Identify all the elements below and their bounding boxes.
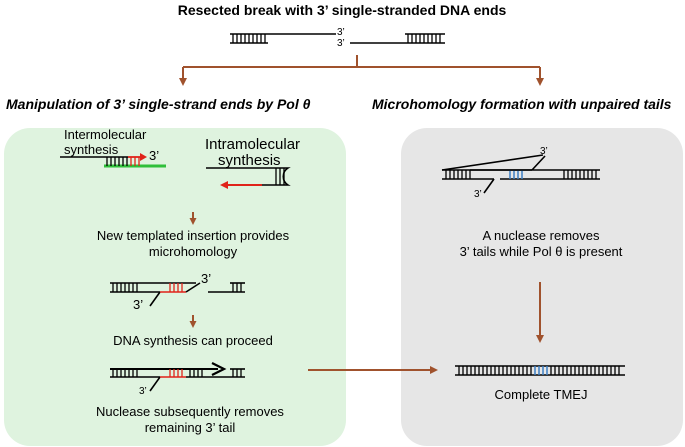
unpaired-tails-diagram xyxy=(441,154,600,194)
top-3prime-label-lower: 3’ xyxy=(337,38,345,49)
intramolecular-label-line1: Intramolecular xyxy=(205,136,301,153)
branch-arrows xyxy=(179,55,544,86)
left-heading: Manipulation of 3’ single-strand ends by… xyxy=(6,96,311,112)
intramolecular-label-line2: synthesis xyxy=(218,152,281,169)
templated-insertion-diagram xyxy=(110,282,245,307)
intermolecular-label-line1: Intermolecular xyxy=(64,127,147,142)
templated-insertion-line2: microhomology xyxy=(148,244,238,259)
intermolecular-diagram xyxy=(60,153,166,168)
right-heading: Microhomology formation with unpaired ta… xyxy=(372,96,672,112)
intermolecular-label-line2: synthesis xyxy=(64,142,119,157)
page-title: Resected break with 3’ single-stranded D… xyxy=(177,2,507,18)
complete-tmej-diagram xyxy=(455,365,625,376)
synthesis-proceed-diagram xyxy=(110,362,245,392)
insertion-3prime-upper: 3’ xyxy=(201,271,212,286)
right-3prime-upper: 3’ xyxy=(540,146,548,157)
right-panel xyxy=(401,128,683,446)
nuclease-removes-line2: remaining 3’ tail xyxy=(144,420,236,435)
templated-insertion-line1: New templated insertion provides xyxy=(96,228,290,243)
proceed-label: DNA synthesis can proceed xyxy=(113,333,273,348)
right-nuclease-line1: A nuclease removes xyxy=(482,228,600,243)
proceed-3prime: 3’ xyxy=(139,386,147,397)
left-panel xyxy=(4,128,346,446)
nuclease-removes-line1: Nuclease subsequently removes xyxy=(96,404,284,419)
top-3prime-label-upper: 3’ xyxy=(337,27,345,38)
complete-tmej-label: Complete TMEJ xyxy=(494,387,588,402)
intermolecular-3prime: 3’ xyxy=(149,148,160,163)
right-3prime-lower: 3’ xyxy=(474,189,482,200)
insertion-3prime-lower: 3’ xyxy=(133,297,144,312)
intramolecular-diagram xyxy=(206,167,291,189)
right-nuclease-line2: 3’ tails while Pol θ is present xyxy=(459,244,623,259)
top-break-rungs xyxy=(232,34,441,43)
